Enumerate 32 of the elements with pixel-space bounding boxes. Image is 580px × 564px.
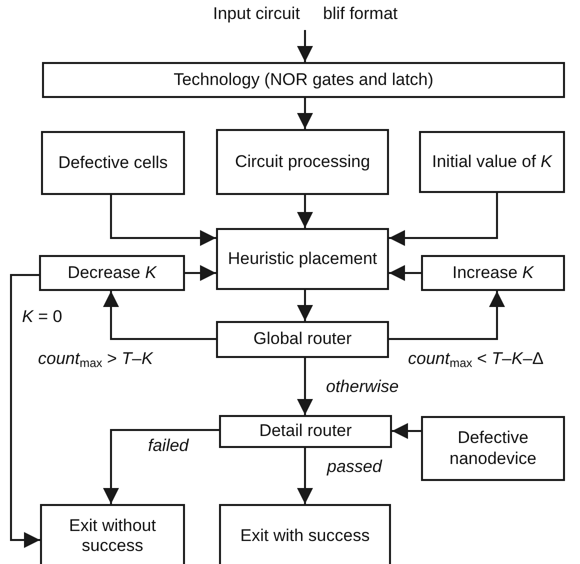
arrow: [297, 358, 313, 415]
input-label: blif format: [323, 4, 398, 24]
process-box: Initial value of K: [419, 131, 565, 193]
process-box: Exit with success: [219, 504, 391, 564]
process-box: Global router: [216, 321, 389, 358]
arrow: [297, 448, 313, 504]
arrow: [392, 423, 421, 439]
arrow: [389, 265, 421, 281]
process-box: Increase K: [421, 255, 565, 291]
edge-label: count$_{max}$ < T–K–Δ: [408, 350, 544, 370]
process-box: Defective nanodevice: [421, 416, 565, 481]
edge-label: passed: [327, 458, 382, 477]
arrow: [297, 195, 313, 228]
arrow: [297, 30, 313, 62]
input-label: Input circuit: [213, 4, 300, 24]
arrow: [389, 291, 505, 340]
edge-label: count$_{max}$ > T–K: [38, 350, 153, 370]
process-box: Technology (NOR gates and latch): [42, 62, 565, 98]
arrow: [103, 291, 216, 340]
arrow: [297, 98, 313, 129]
process-box: Decrease K: [39, 255, 185, 291]
arrow: [389, 193, 498, 246]
arrow: [110, 195, 216, 246]
process-box: Circuit processing: [216, 129, 389, 195]
process-box: Heuristic placement: [216, 228, 389, 290]
arrow: [185, 265, 216, 281]
process-box: Detail router: [219, 415, 392, 448]
arrow: [103, 429, 219, 504]
process-box: Exit without success: [40, 504, 185, 564]
arrow: [297, 290, 313, 321]
process-box: Defective cells: [41, 131, 185, 195]
arrow: [10, 274, 40, 548]
